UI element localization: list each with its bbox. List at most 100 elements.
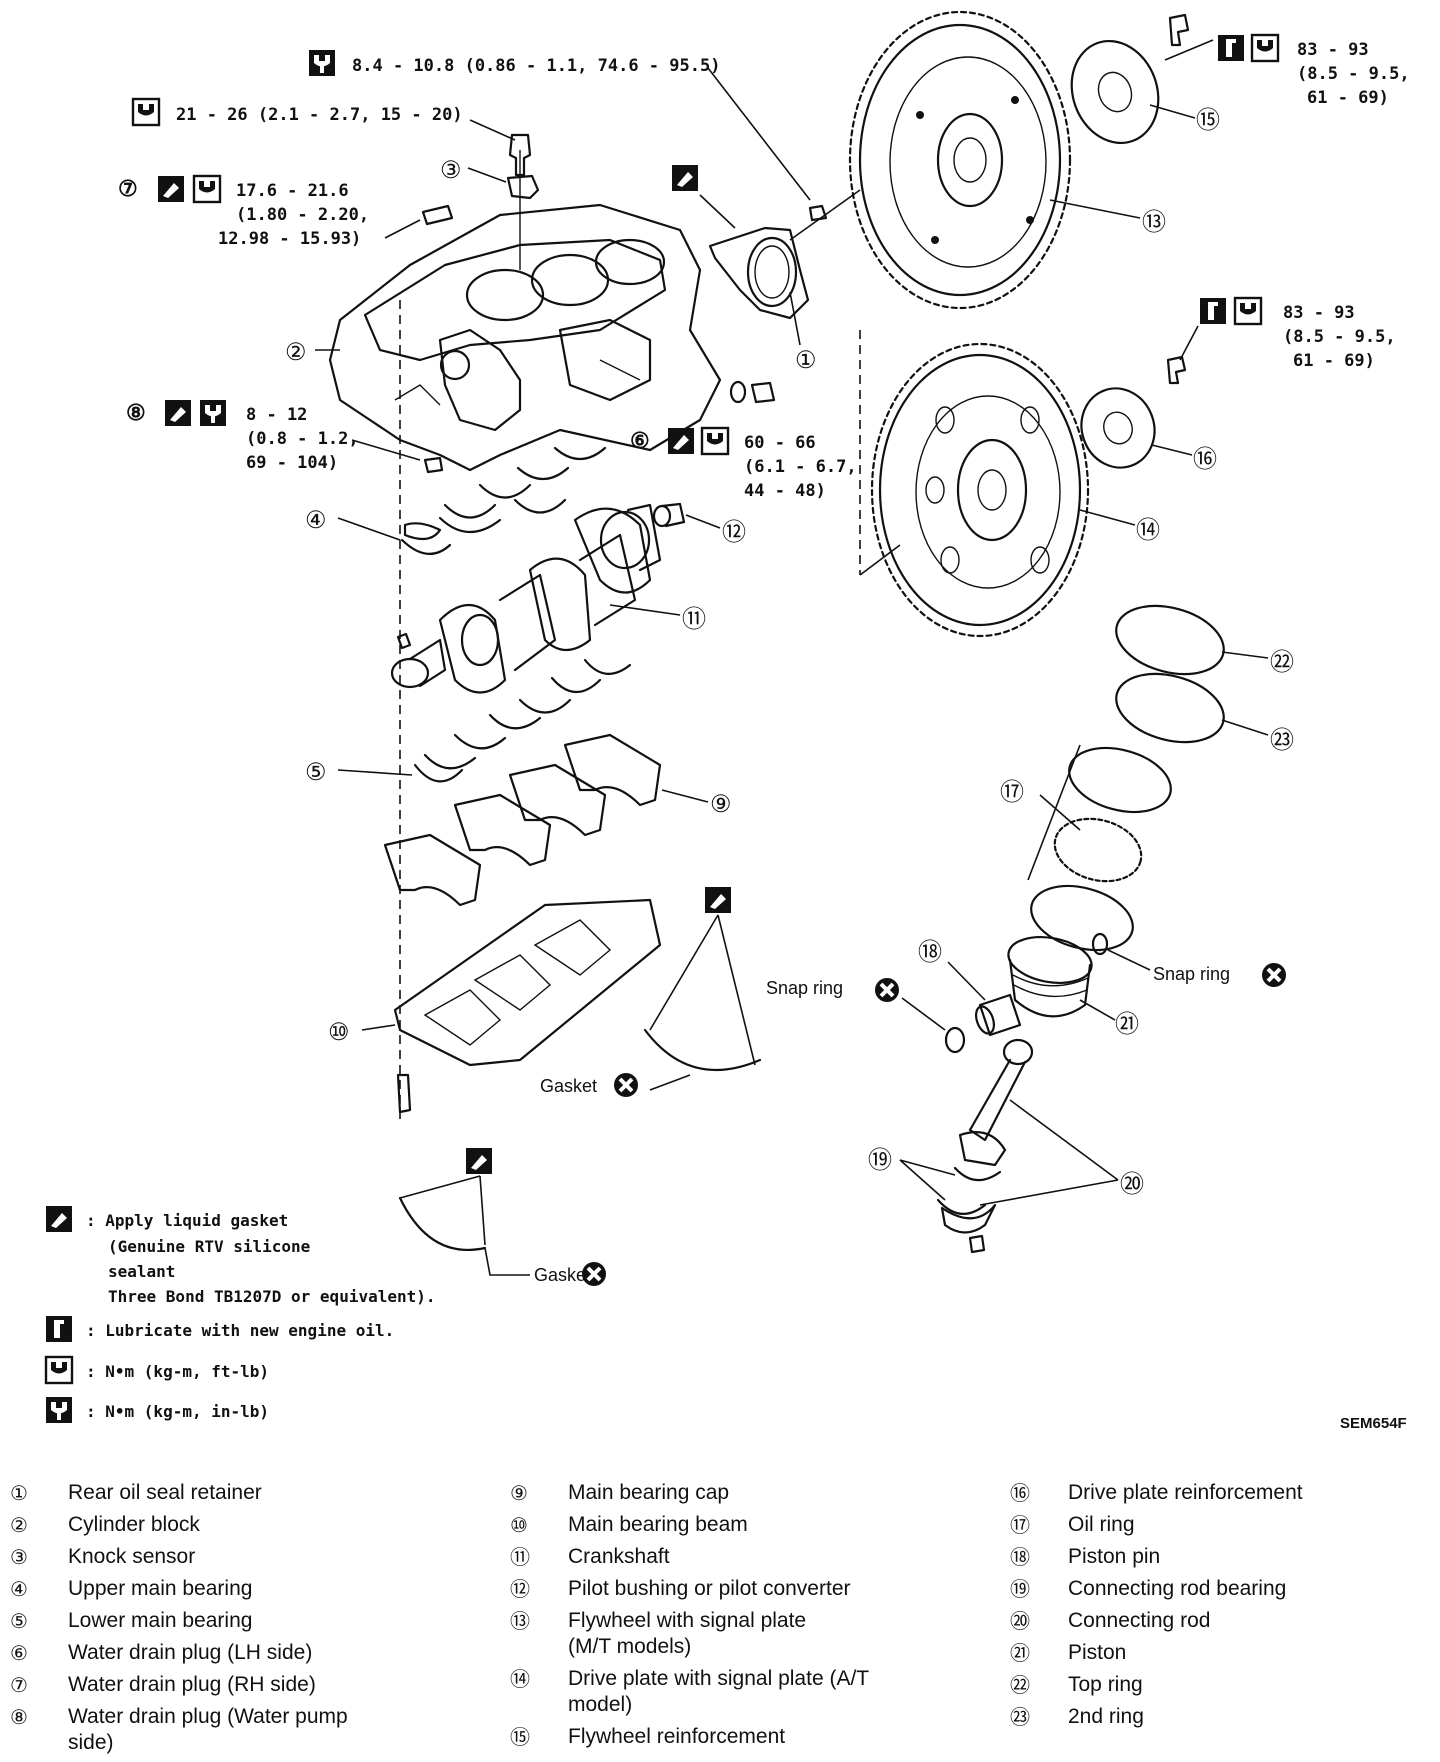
parts-list-name: Pilot bushing or pilot converter bbox=[568, 1577, 851, 1600]
spec-fw-l2: (8.5 - 9.5, bbox=[1297, 64, 1410, 84]
gasket-center: Gasket bbox=[540, 887, 762, 1099]
parts-list-name: Crankshaft bbox=[568, 1545, 670, 1568]
parts-list-number: ⑬ bbox=[510, 1609, 530, 1633]
spec-text-top: 8.4 - 10.8 (0.86 - 1.1, 74.6 - 95.5) bbox=[352, 56, 720, 76]
spec-plug8-l2: (0.8 - 1.2, bbox=[246, 429, 359, 449]
callout-3: ③ bbox=[440, 157, 462, 184]
spec-fw-l3: 61 - 69) bbox=[1307, 88, 1389, 108]
parts-list-number: ⑥ bbox=[10, 1641, 28, 1665]
spec-plug7-l2: (1.80 - 2.20, bbox=[236, 205, 369, 225]
parts-list-name: Knock sensor bbox=[68, 1545, 196, 1568]
knock-sensor: ③ bbox=[440, 133, 540, 200]
parts-list-number: ⑨ bbox=[510, 1481, 528, 1505]
top-ring: ㉒ bbox=[1115, 604, 1294, 676]
legend-liquid-gasket: : Apply liquid gasket bbox=[86, 1211, 288, 1230]
parts-list-number: ⑭ bbox=[510, 1667, 530, 1691]
callout-12: ⑫ bbox=[722, 519, 746, 546]
flywheel-reinforcement: ⑮ bbox=[1070, 13, 1220, 145]
parts-list-number: ⑦ bbox=[10, 1673, 28, 1697]
main-bearing-caps: ⑨ bbox=[383, 733, 732, 907]
parts-list-name: Upper main bearing bbox=[68, 1577, 253, 1600]
snap-ring-right: Snap ring bbox=[1091, 932, 1288, 989]
connecting-rod-bearing: ⑲ bbox=[868, 1147, 1002, 1215]
legend: : Apply liquid gasket (Genuine RTV silic… bbox=[44, 1206, 436, 1423]
snap-ring-right-label: Snap ring bbox=[1153, 964, 1230, 984]
rear-oil-seal-retainer: ① bbox=[672, 165, 828, 374]
connecting-rod: ⑳ bbox=[940, 1038, 1144, 1254]
legend-torque-ftlb: : N•m (kg-m, ft-lb) bbox=[86, 1362, 269, 1381]
snap-ring-left-label: Snap ring bbox=[766, 978, 843, 998]
callout-18: ⑱ bbox=[918, 939, 942, 966]
spec-plug6-l1: 60 - 66 bbox=[744, 433, 816, 453]
parts-list-number: ⑩ bbox=[510, 1513, 528, 1537]
gasket-center-label: Gasket bbox=[540, 1076, 597, 1096]
upper-main-bearings: ④ bbox=[305, 446, 607, 555]
spec-fw-l1: 83 - 93 bbox=[1297, 40, 1369, 60]
callout-13: ⑬ bbox=[1142, 209, 1166, 236]
second-ring: ㉓ bbox=[1115, 672, 1294, 754]
parts-list-number: ⑪ bbox=[510, 1545, 530, 1569]
callout-1: ① bbox=[795, 347, 817, 374]
parts-list-item: ③ Knock sensor bbox=[10, 1544, 470, 1570]
parts-list-name: Flywheel with signal plate (M/T models) bbox=[568, 1609, 807, 1658]
gasket-bottom-label: Gasket bbox=[534, 1265, 591, 1285]
parts-list-name: Connecting rod bearing bbox=[1068, 1577, 1287, 1600]
parts-list-number: ⑮ bbox=[510, 1725, 530, 1749]
parts-list-name: Oil ring bbox=[1068, 1513, 1135, 1536]
parts-list-number: ③ bbox=[10, 1545, 28, 1569]
callout-20: ⑳ bbox=[1120, 1171, 1144, 1198]
parts-list-number: ⑤ bbox=[10, 1609, 28, 1633]
snap-ring-left: Snap ring bbox=[766, 976, 966, 1054]
main-bearing-beam: ⑩ bbox=[328, 898, 662, 1114]
parts-list-name: Piston bbox=[1068, 1641, 1127, 1664]
callout-10: ⑩ bbox=[328, 1019, 350, 1046]
spec-plug8-l1: 8 - 12 bbox=[246, 405, 307, 425]
parts-list-name: Cylinder block bbox=[68, 1513, 200, 1536]
spec-plug-6: ⑥ 60 - 66 (6.1 - 6.7, 44 - 48) bbox=[630, 426, 857, 501]
spec-dp-l1: 83 - 93 bbox=[1283, 303, 1355, 323]
callout-8-spec: ⑧ bbox=[126, 401, 146, 426]
engine-block-exploded-diagram: 8.4 - 10.8 (0.86 - 1.1, 74.6 - 95.5) 21 … bbox=[44, 10, 1410, 1432]
legend-liquid-gasket-3: sealant bbox=[108, 1262, 175, 1281]
parts-list-number: ⑧ bbox=[10, 1705, 28, 1729]
callout-5: ⑤ bbox=[305, 759, 327, 786]
spec-flywheel-bolt: 83 - 93 (8.5 - 9.5, 61 - 69) bbox=[1164, 33, 1410, 108]
legend-liquid-gasket-2: (Genuine RTV silicone bbox=[108, 1237, 310, 1256]
spec-plug-7: ⑦ 17.6 - 21.6 (1.80 - 2.20, 12.98 - 15.9… bbox=[118, 174, 421, 249]
callout-15: ⑮ bbox=[1196, 107, 1220, 134]
spec-plug6-l2: (6.1 - 6.7, bbox=[744, 457, 857, 477]
parts-list-number: ① bbox=[10, 1481, 28, 1505]
callout-16: ⑯ bbox=[1193, 446, 1217, 473]
callout-22: ㉒ bbox=[1270, 649, 1294, 676]
drive-plate-reinforcement: ⑯ bbox=[1080, 355, 1217, 473]
pilot-bushing: ⑫ bbox=[652, 502, 746, 546]
callout-21: ㉑ bbox=[1115, 1011, 1139, 1038]
parts-list-name: Flywheel reinforcement bbox=[568, 1725, 786, 1748]
piston: ㉑ bbox=[1007, 936, 1139, 1038]
callout-19: ⑲ bbox=[868, 1147, 892, 1174]
crankshaft: ⑪ bbox=[390, 503, 706, 694]
oil-ring: ⑰ bbox=[1000, 744, 1172, 952]
parts-list-name: 2nd ring bbox=[1068, 1705, 1144, 1728]
figure-code: SEM654F bbox=[1340, 1415, 1407, 1432]
piston-pin: ⑱ bbox=[918, 939, 1022, 1037]
parts-list-name: Water drain plug (LH side) bbox=[68, 1641, 313, 1664]
callout-11: ⑪ bbox=[682, 606, 706, 633]
parts-list-item: ⑬ Flywheel with signal plate (M/T models) bbox=[510, 1608, 960, 1660]
parts-list-name: Drive plate reinforcement bbox=[1068, 1481, 1303, 1504]
parts-list-number: ⑱ bbox=[1010, 1545, 1030, 1569]
